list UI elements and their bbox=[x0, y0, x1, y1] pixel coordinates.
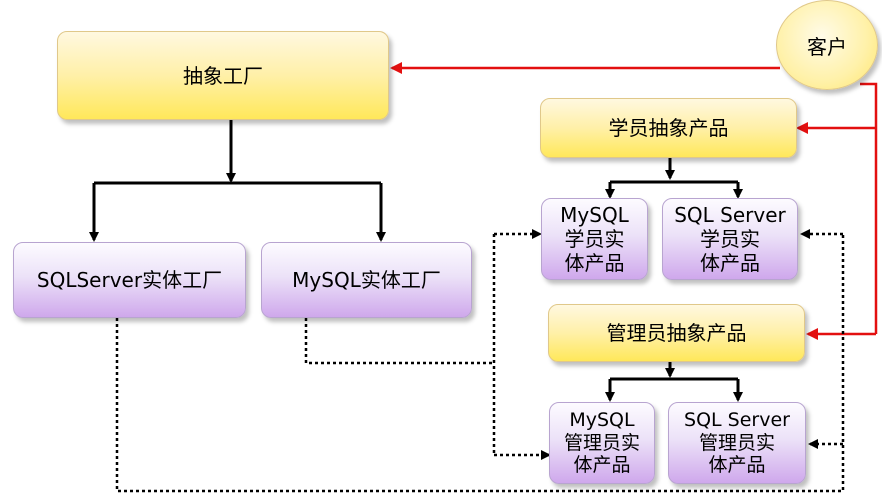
factory-hierarchy-connector bbox=[89, 120, 386, 242]
mysql-student-product-box: MySQL 学员实 体产品 bbox=[541, 198, 648, 280]
client-node: 客户 bbox=[776, 0, 878, 90]
admin-abstract-product-box: 管理员抽象产品 bbox=[548, 304, 805, 362]
sqlserver-factory-box: SQLServer实体工厂 bbox=[13, 242, 246, 318]
student-product-hierarchy-connector bbox=[605, 158, 743, 199]
mysql-factory-box: MySQL实体工厂 bbox=[261, 242, 472, 318]
mysql-admin-product-box: MySQL 管理员实 体产品 bbox=[549, 402, 655, 484]
dependency-connector bbox=[115, 229, 845, 493]
sqlserver-admin-product-box: SQL Server 管理员实 体产品 bbox=[668, 402, 806, 484]
sqlserver-student-product-box: SQL Server 学员实 体产品 bbox=[662, 198, 798, 280]
admin-product-hierarchy-connector bbox=[605, 362, 743, 402]
abstract-factory-box: 抽象工厂 bbox=[57, 31, 389, 120]
student-abstract-product-box: 学员抽象产品 bbox=[540, 98, 797, 158]
